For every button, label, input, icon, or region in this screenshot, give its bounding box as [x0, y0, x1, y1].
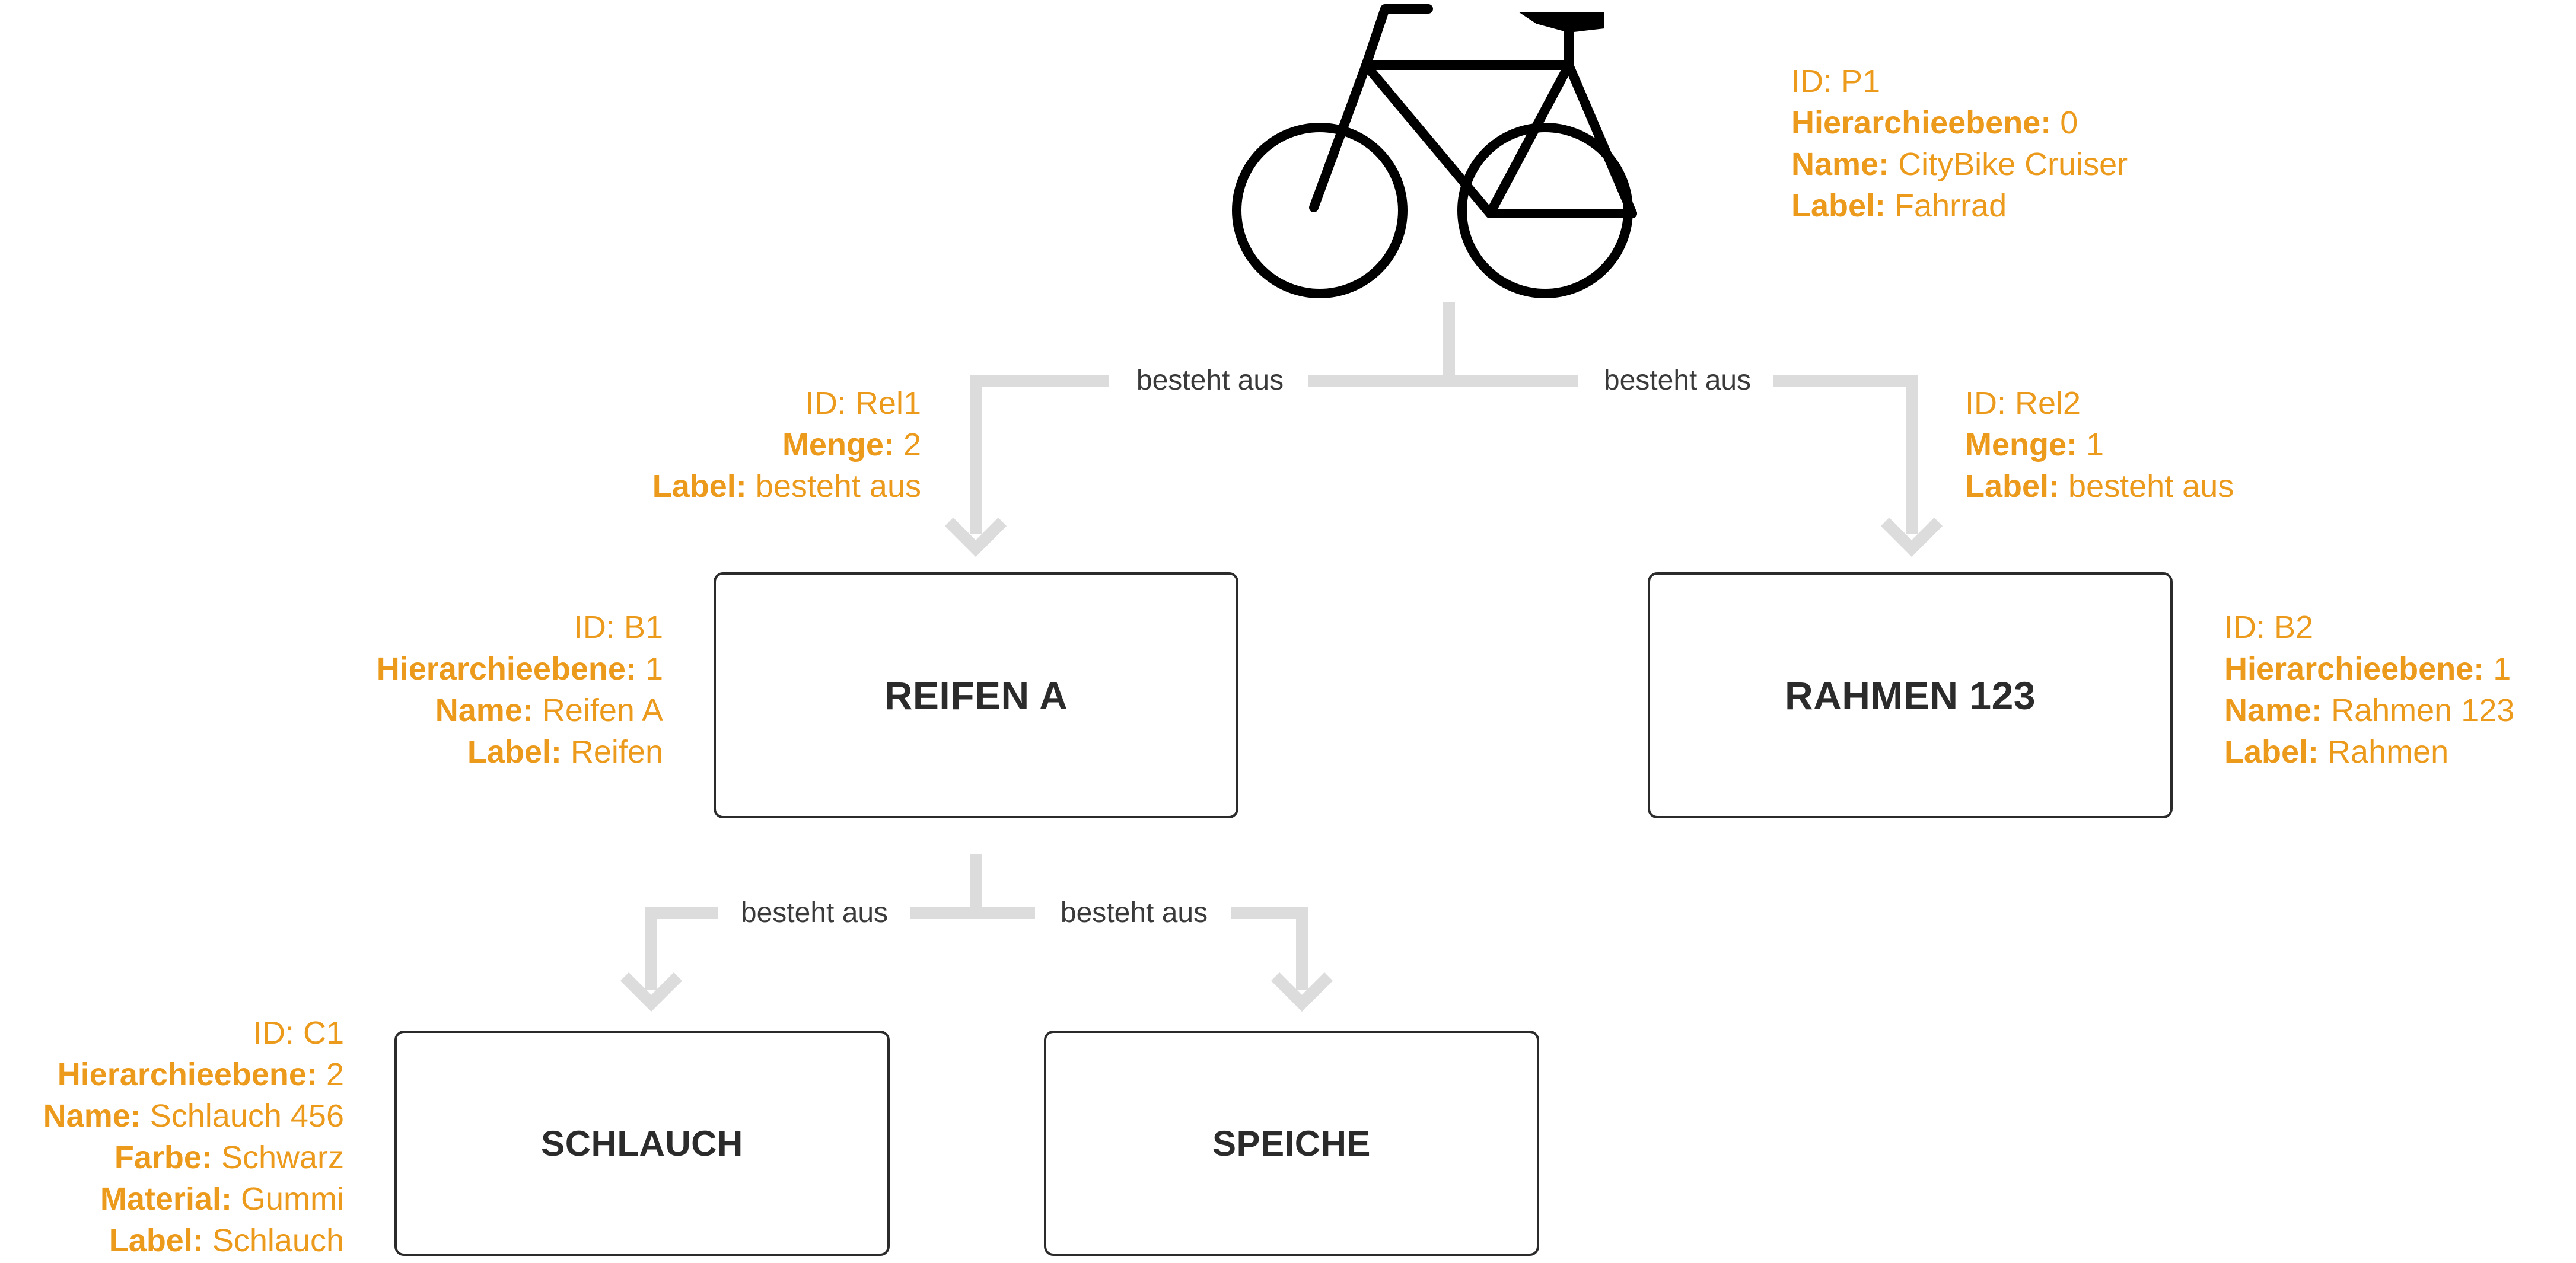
node-b2-rahmen-123[interactable]: RAHMEN 123: [1648, 572, 2173, 818]
c1-prop-name: Name: Schlauch 456: [43, 1098, 344, 1134]
rel1-prop-menge: Menge: 2: [782, 427, 921, 463]
c1-prop-label: Label: Schlauch: [109, 1223, 344, 1258]
node-b1-title: REIFEN A: [884, 673, 1068, 717]
b1-properties: ID: B1 Hierarchieebene: 1 Name: Reifen A…: [377, 607, 663, 773]
root-prop-id: ID: P1: [1791, 63, 1881, 99]
rel2-prop-label: Label: besteht aus: [1965, 468, 2234, 504]
root-prop-label: Label: Fahrrad: [1791, 188, 2007, 224]
rel1-properties: ID: Rel1 Menge: 2 Label: besteht aus: [652, 382, 921, 507]
edge-label-sub2: besteht aus: [1060, 897, 1208, 929]
edge-label-rel2: besteht aus: [1603, 365, 1752, 396]
b2-prop-name: Name: Rahmen 123: [2224, 693, 2515, 728]
c1-prop-id: ID: C1: [253, 1015, 344, 1051]
b1-prop-level: Hierarchieebene: 1: [376, 651, 663, 687]
c1-properties: ID: C1 Hierarchieebene: 2 Name: Schlauch…: [43, 1012, 344, 1261]
node-c1-title: SCHLAUCH: [541, 1123, 743, 1163]
c1-prop-level: Hierarchieebene: 2: [57, 1057, 344, 1092]
arrowhead-c1: [620, 972, 683, 1012]
bicycle-icon: [1232, 4, 1637, 298]
b2-prop-id: ID: B2: [2224, 610, 2314, 645]
root-prop-name: Name: CityBike Cruiser: [1791, 146, 2128, 182]
rel1-prop-label: Label: besteht aus: [652, 468, 921, 504]
node-c1-schlauch[interactable]: SCHLAUCH: [394, 1031, 890, 1256]
node-b1-reifen-a[interactable]: REIFEN A: [714, 572, 1238, 818]
root-prop-level: Hierarchieebene: 0: [1791, 105, 2078, 141]
c1-prop-farbe: Farbe: Schwarz: [114, 1140, 344, 1175]
node-b2-title: RAHMEN 123: [1784, 673, 2036, 717]
rel1-prop-id: ID: Rel1: [805, 385, 921, 421]
b1-prop-name: Name: Reifen A: [435, 693, 663, 728]
node-c2-title: SPEICHE: [1212, 1123, 1371, 1163]
rel2-prop-menge: Menge: 1: [1965, 427, 2104, 463]
b1-prop-label: Label: Reifen: [467, 734, 663, 770]
edge-label-sub1: besteht aus: [740, 897, 889, 929]
rel2-properties: ID: Rel2 Menge: 1 Label: besteht aus: [1965, 382, 2234, 507]
root-properties: ID: P1 Hierarchieebene: 0 Name: CityBike…: [1791, 60, 2128, 227]
rel2-prop-id: ID: Rel2: [1965, 385, 2081, 421]
b1-prop-id: ID: B1: [574, 610, 663, 645]
edge-label-rel1: besteht aus: [1136, 365, 1284, 396]
connector-root-right: [1449, 375, 1918, 534]
connector-root-left: [970, 375, 1449, 534]
arrowhead-c2: [1271, 972, 1333, 1012]
connector-b1-right: [976, 907, 1308, 990]
c1-prop-material: Material: Gummi: [100, 1181, 344, 1217]
b2-prop-label: Label: Rahmen: [2224, 734, 2449, 770]
connector-b1-left: [645, 907, 976, 990]
arrowhead-b1: [944, 517, 1007, 557]
b2-properties: ID: B2 Hierarchieebene: 1 Name: Rahmen 1…: [2224, 607, 2514, 773]
node-c2-speiche[interactable]: SPEICHE: [1044, 1031, 1539, 1256]
arrowhead-b2: [1880, 517, 1943, 557]
b2-prop-level: Hierarchieebene: 1: [2224, 651, 2511, 687]
